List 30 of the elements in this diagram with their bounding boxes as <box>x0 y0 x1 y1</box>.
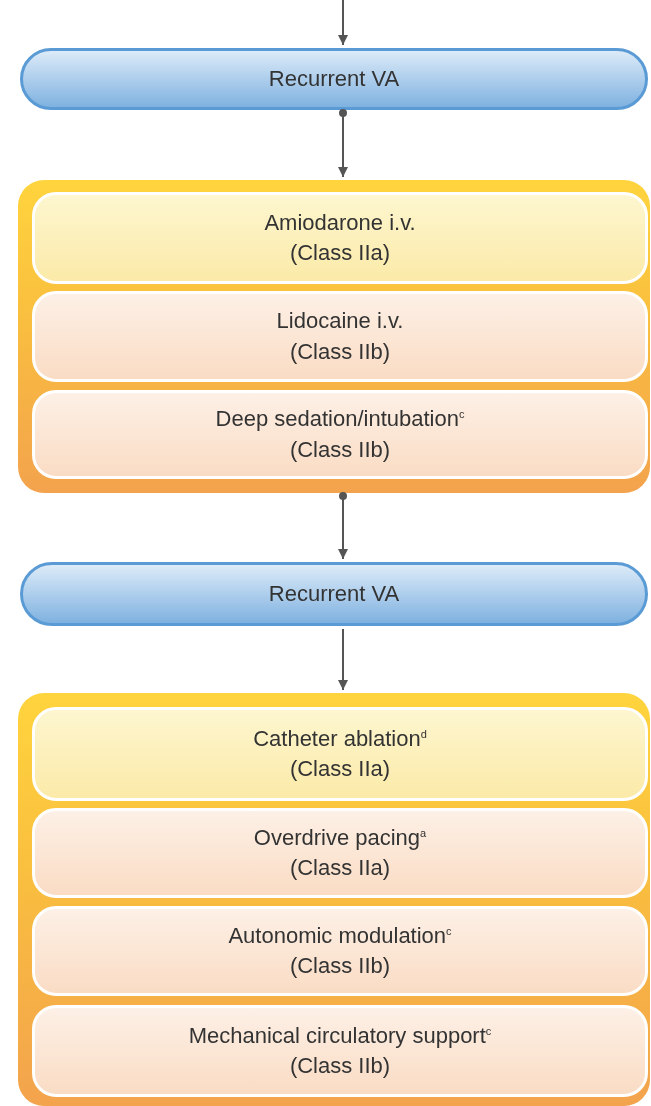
treatment-label: Mechanical circulatory support$^{c}$ <box>188 1022 492 1049</box>
treatment-box <box>32 1005 648 1097</box>
treatment-box <box>32 192 648 284</box>
treatment-label: Deep sedation/intubation$^{c}$ <box>215 406 465 433</box>
treatment-label: Amiodarone i.v. <box>264 209 416 236</box>
class-label: (Class IIa) <box>289 240 391 267</box>
class-label: (Class IIa) <box>289 855 391 882</box>
treatment-label: Catheter ablation$^{d}$ <box>253 725 427 752</box>
class-label: (Class IIb) <box>289 953 391 980</box>
step-label: Recurrent VA <box>268 65 400 93</box>
class-label: (Class IIa) <box>289 756 391 783</box>
arrow <box>338 109 348 178</box>
treatment-box <box>32 390 648 479</box>
treatment-group-panel <box>18 180 650 493</box>
class-label: (Class IIb) <box>289 436 391 463</box>
step-label: Recurrent VA <box>268 580 400 608</box>
arrow <box>338 0 348 46</box>
treatment-box <box>32 707 648 801</box>
step-pill <box>20 562 648 626</box>
class-label: (Class IIb) <box>289 1053 391 1080</box>
arrow <box>338 628 348 691</box>
treatment-label: Overdrive pacing$^{a}$ <box>253 824 427 851</box>
treatment-box <box>32 808 648 898</box>
class-label: (Class IIb) <box>289 338 391 365</box>
treatment-box <box>32 291 648 382</box>
treatment-box <box>32 906 648 996</box>
arrow <box>338 492 348 560</box>
treatment-label: Lidocaine i.v. <box>276 308 404 335</box>
treatment-group-panel <box>18 693 650 1106</box>
treatment-label: Autonomic modulation$^{c}$ <box>228 922 452 949</box>
